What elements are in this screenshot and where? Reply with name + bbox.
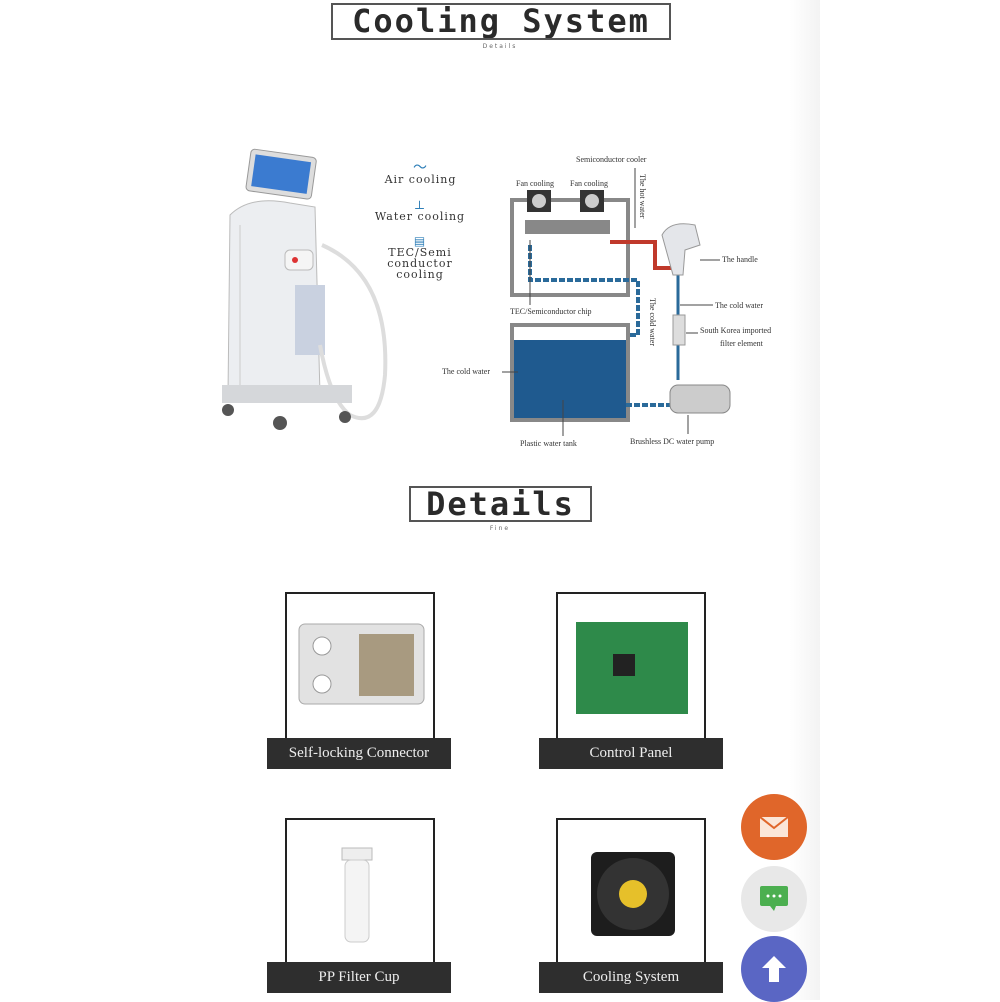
label-cold-water-vertical: The cold water	[648, 298, 657, 346]
cooling-type-air: 〜 Air cooling	[378, 160, 463, 186]
part-caption: Cooling System	[539, 962, 723, 993]
part-caption: Self-locking Connector	[267, 738, 451, 769]
section-heading-cooling: Cooling System	[331, 3, 671, 40]
chat-icon	[760, 886, 788, 911]
label-tank: Plastic water tank	[520, 439, 577, 448]
section-subtitle: Fine	[489, 525, 511, 532]
label-cold-water-tank: The cold water	[442, 367, 490, 376]
connector-image	[298, 623, 425, 705]
label-pump: Brushless DC water pump	[630, 437, 714, 446]
part-caption: Control Panel	[539, 738, 723, 769]
label-tec-chip: TEC/Semiconductor chip	[510, 307, 592, 316]
section-title: Details	[426, 486, 575, 522]
label-filter-2: filter element	[720, 339, 764, 348]
part-caption: PP Filter Cup	[267, 962, 451, 993]
part-card-control-panel	[556, 592, 706, 742]
section-subtitle: Details	[482, 43, 518, 50]
cooling-type-label: TEC/Semi conductor cooling	[387, 246, 453, 281]
cooling-diagram: Semiconductor cooler Fan cooling Fan coo…	[442, 155, 771, 448]
label-fan-cooling: Fan cooling	[516, 179, 554, 188]
cooling-type-label: Water cooling	[374, 210, 466, 223]
wave-icon: 〜	[413, 160, 428, 176]
cooling-type-label: Air cooling	[384, 173, 457, 186]
section-title: Cooling System	[352, 3, 650, 40]
filter-cup-image	[341, 847, 373, 943]
tec-icon: ▤	[413, 234, 427, 248]
arrow-up-icon	[762, 956, 786, 982]
section-heading-details: Details	[409, 486, 592, 522]
label-cold-water-right: The cold water	[715, 301, 763, 310]
part-card-connector	[285, 592, 435, 742]
back-to-top-button[interactable]	[741, 936, 807, 1002]
email-button[interactable]	[741, 794, 807, 860]
cooling-type-water: ⊥ Water cooling	[370, 198, 470, 223]
part-card-cooling-fan	[556, 818, 706, 968]
water-drop-icon: ⊥	[413, 198, 427, 212]
label-hot-water: The hot water	[638, 174, 647, 219]
label-fan-cooling: Fan cooling	[570, 179, 608, 188]
control-panel-image	[576, 622, 688, 714]
cooling-fan-image	[591, 852, 675, 936]
label-semiconductor-cooler: Semiconductor cooler	[576, 155, 647, 164]
cooling-type-tec: ▤ TEC/Semi conductor cooling	[364, 234, 476, 281]
laser-machine-image	[222, 148, 388, 430]
chat-button[interactable]	[741, 866, 807, 932]
label-handle: The handle	[722, 255, 758, 264]
mail-icon	[759, 816, 789, 837]
label-filter-1: South Korea imported	[700, 326, 771, 335]
part-card-filter-cup	[285, 818, 435, 968]
